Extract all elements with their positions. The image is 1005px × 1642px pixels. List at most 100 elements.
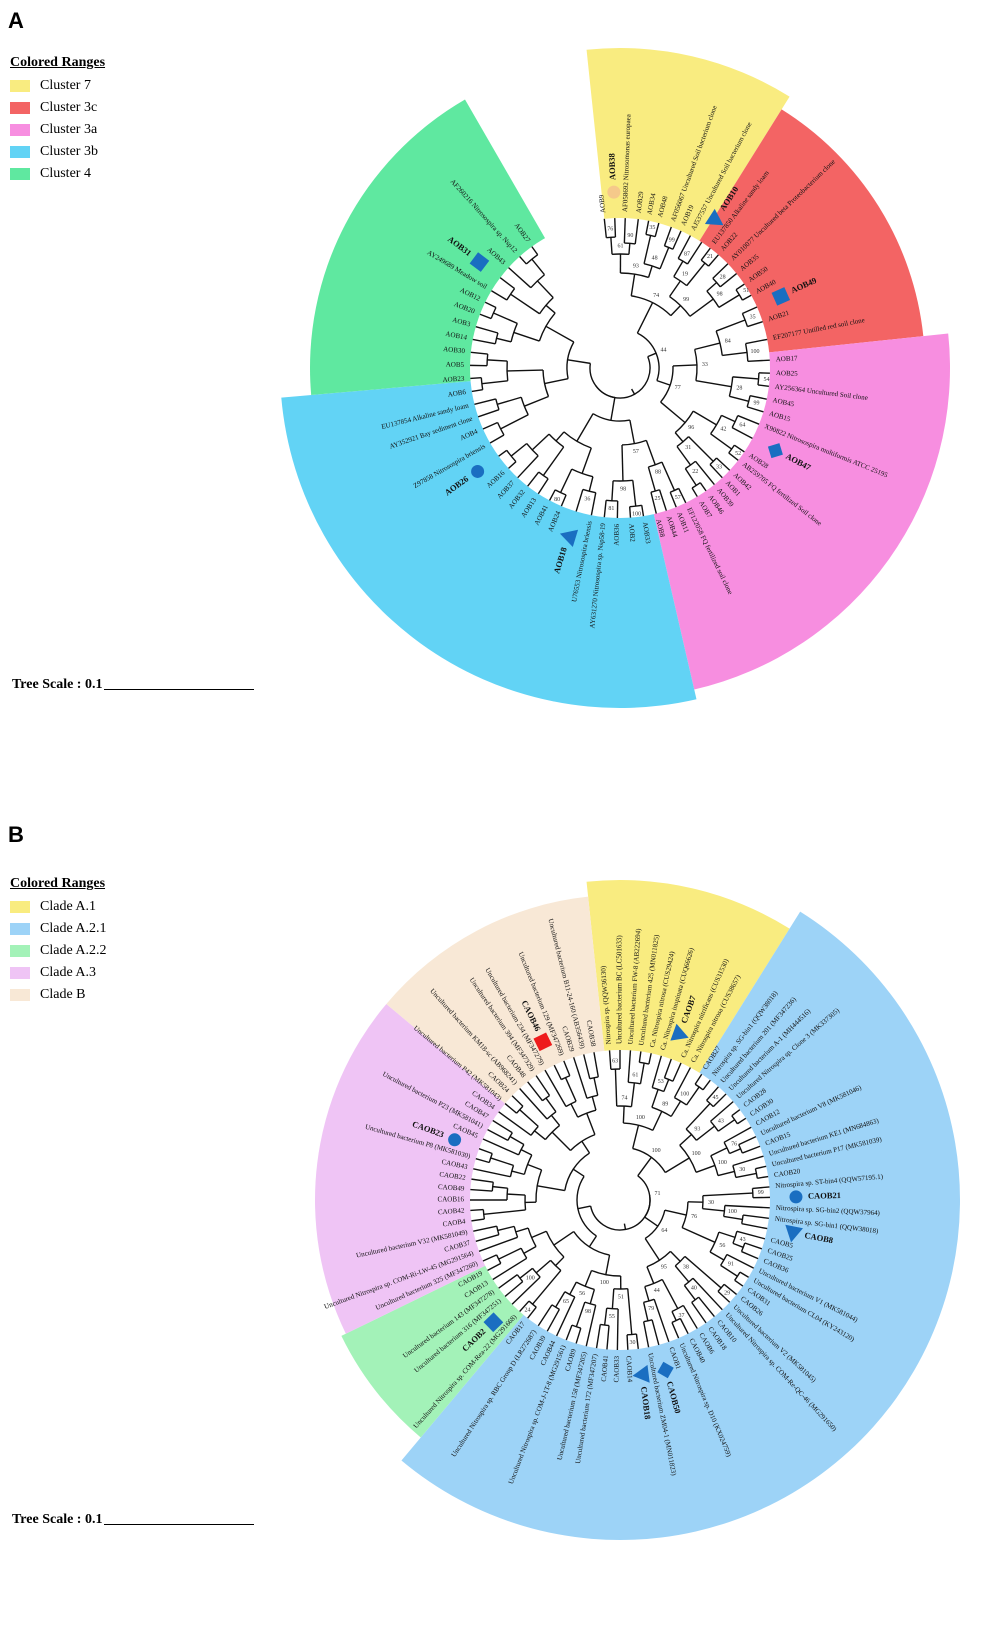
tree-branch xyxy=(624,218,625,243)
leaf-label: CAOB14 xyxy=(625,1356,634,1383)
tree-branch xyxy=(623,1106,624,1123)
support-value: 99 xyxy=(754,401,760,407)
support-value: 65 xyxy=(563,1299,569,1305)
support-value: 38 xyxy=(683,1264,689,1270)
legend-swatch xyxy=(10,901,30,913)
support-value: 98 xyxy=(585,1309,591,1315)
support-value: 61 xyxy=(632,1072,638,1078)
tree-scale: Tree Scale : 0.1 xyxy=(12,677,254,693)
legend-label: Cluster 3c xyxy=(40,100,97,116)
support-value: 88 xyxy=(655,470,661,476)
tree-branch xyxy=(629,243,630,254)
tree-scale-label: Tree Scale : 0.1 xyxy=(12,1512,102,1527)
support-value: 28 xyxy=(720,275,726,281)
support-value: 56 xyxy=(579,1291,585,1297)
support-value: 99 xyxy=(683,297,689,303)
support-value: 100 xyxy=(636,1115,645,1121)
tree-branch xyxy=(470,1210,483,1211)
support-value: 74 xyxy=(653,293,659,299)
panel-label: A xyxy=(8,8,24,34)
leaf-label: AOB23 xyxy=(442,374,465,384)
legend-swatch xyxy=(10,923,30,935)
support-value: 99 xyxy=(669,237,675,243)
support-value: 28 xyxy=(736,385,742,391)
legend-item: Cluster 3b xyxy=(10,141,105,163)
legend-swatch xyxy=(10,989,30,1001)
tree-branch xyxy=(630,507,631,518)
support-value: 87 xyxy=(684,252,690,258)
support-value: 76 xyxy=(731,1142,737,1148)
support-value: 74 xyxy=(621,1095,627,1101)
support-value: 71 xyxy=(654,1191,660,1197)
support-value: 98 xyxy=(620,486,626,492)
support-value: 84 xyxy=(725,339,731,345)
tree-branch xyxy=(627,1335,628,1350)
support-value: 22 xyxy=(692,469,698,475)
support-value: 63 xyxy=(612,1058,618,1064)
support-value: 24 xyxy=(524,1308,530,1314)
leaf-label: AOB38 xyxy=(606,153,617,180)
support-value: 76 xyxy=(607,227,613,233)
support-value: 35 xyxy=(750,314,756,320)
legend-title: Colored Ranges xyxy=(10,55,105,71)
support-value: 76 xyxy=(691,1214,697,1220)
support-value: 93 xyxy=(694,1126,700,1132)
support-value: 30 xyxy=(739,1167,745,1173)
support-value: 31 xyxy=(685,445,691,451)
support-value: 35 xyxy=(649,225,655,231)
support-value: 98 xyxy=(717,292,723,298)
support-value: 100 xyxy=(680,1092,689,1098)
circle-marker-icon xyxy=(471,465,484,478)
legend-label: Clade A.1 xyxy=(40,899,96,915)
leaf-label: AOB5 xyxy=(446,361,465,369)
support-value: 36 xyxy=(584,496,590,502)
support-value: 57 xyxy=(675,495,681,501)
legend-swatch xyxy=(10,124,30,136)
support-value: 21 xyxy=(707,254,713,260)
support-value: 30 xyxy=(629,1340,635,1346)
support-value: 29 xyxy=(724,1291,730,1297)
tree-branch xyxy=(622,445,623,481)
support-value: 55 xyxy=(609,1314,615,1320)
tree-branch xyxy=(615,218,616,237)
legend-title: Colored Ranges xyxy=(10,876,107,892)
circle-marker-icon xyxy=(607,186,620,199)
legend-label: Cluster 7 xyxy=(40,78,91,94)
support-value: 64 xyxy=(661,1228,667,1234)
support-value: 96 xyxy=(688,425,694,431)
support-value: 100 xyxy=(750,349,759,355)
legend-swatch xyxy=(10,967,30,979)
support-value: 100 xyxy=(728,1209,737,1215)
support-value: 51 xyxy=(743,288,749,294)
leaf-label: CAOB33 xyxy=(612,1355,620,1382)
legend-item: Cluster 3c xyxy=(10,97,105,119)
support-value: 56 xyxy=(719,1243,725,1249)
support-value: 80 xyxy=(554,497,560,503)
support-value: 100 xyxy=(692,1151,701,1157)
leaf-label: CAOB16 xyxy=(438,1196,465,1204)
support-value: 53 xyxy=(658,1079,664,1085)
circle-marker-icon xyxy=(448,1133,461,1146)
legend-item: Clade B xyxy=(10,984,107,1006)
support-value: 64 xyxy=(739,422,745,428)
support-value: 57 xyxy=(633,449,639,455)
support-value: 81 xyxy=(608,506,614,512)
support-value: 79 xyxy=(648,1306,654,1312)
support-value: 100 xyxy=(526,1275,535,1281)
tree-branch xyxy=(507,370,543,371)
support-value: 91 xyxy=(728,1261,734,1267)
legend-item: Cluster 3a xyxy=(10,119,105,141)
tree-scale: Tree Scale : 0.1 xyxy=(12,1512,254,1528)
support-value: 43 xyxy=(740,1237,746,1243)
legend-item: Clade A.2.1 xyxy=(10,918,107,940)
support-value: 37 xyxy=(679,1313,685,1319)
legend-label: Cluster 4 xyxy=(40,166,91,182)
scale-bar xyxy=(104,1524,254,1525)
leaf-label: AOB2 xyxy=(627,523,636,542)
legend-item: Clade A.1 xyxy=(10,896,107,918)
support-value: 93 xyxy=(633,264,639,270)
support-value: 90 xyxy=(627,233,633,239)
